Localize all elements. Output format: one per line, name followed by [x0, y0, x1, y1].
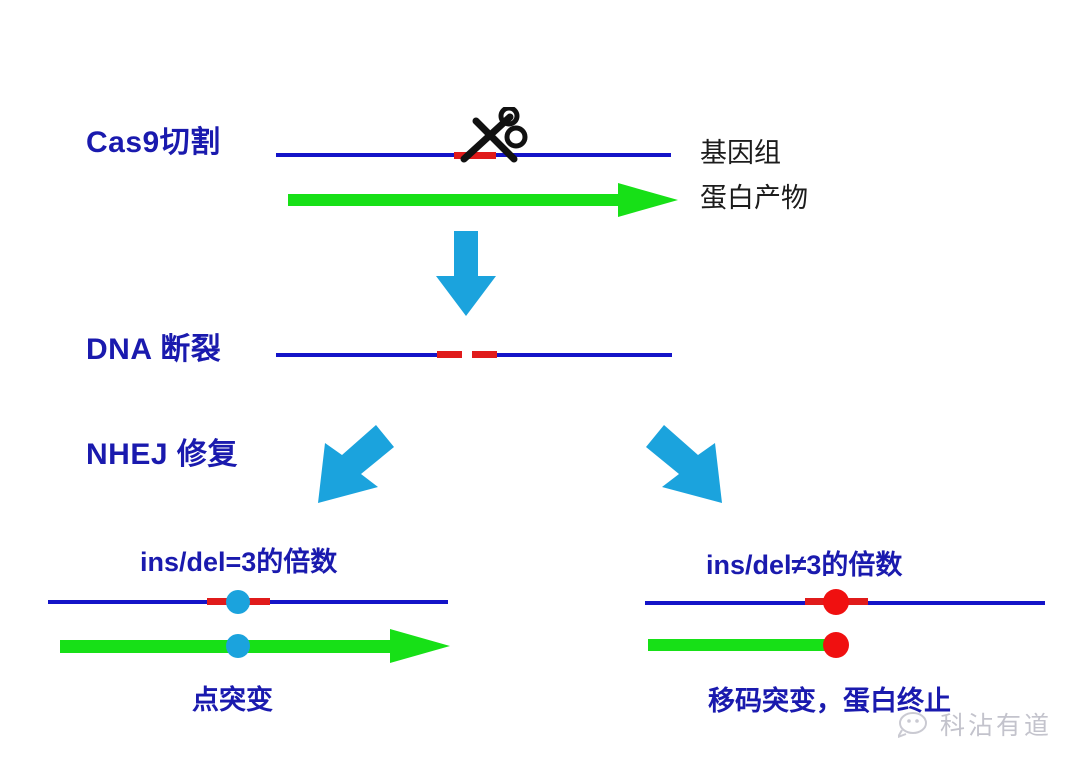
- watermark: 科沾有道: [898, 706, 1052, 742]
- outcome-title-frameshift: ins/del≠3的倍数: [706, 550, 903, 580]
- watermark-text: 科沾有道: [940, 712, 1053, 740]
- protein-arrow-in-frame: [60, 627, 450, 665]
- scissors-icon: [452, 107, 532, 169]
- broken-dna-left-segment: [276, 353, 458, 357]
- outcome-result-frameshift: 移码突变，蛋白终止: [708, 686, 951, 716]
- mutation-dot-frameshift-protein: [823, 632, 849, 658]
- broken-dna-right-segment: [472, 353, 672, 357]
- protein-bar-truncated: [648, 639, 838, 651]
- mutation-dot-in-frame-protein: [226, 634, 250, 658]
- arrow-down-right: [646, 425, 742, 503]
- stage-label-nhej: NHEJ 修复: [86, 438, 238, 471]
- protein-arrow-full: [288, 183, 678, 217]
- arrow-down-left: [298, 425, 394, 503]
- stage-label-dna-break: DNA 断裂: [86, 333, 222, 366]
- outcome-title-in-frame: ins/del=3的倍数: [140, 547, 338, 577]
- protein-label: 蛋白产物: [700, 183, 808, 213]
- stage-label-cas9: Cas9切割: [86, 126, 221, 159]
- break-end-right: [472, 351, 497, 358]
- arrow-down-center: [432, 231, 500, 316]
- mutation-dot-in-frame-dna: [226, 590, 250, 614]
- break-end-left: [437, 351, 462, 358]
- wechat-bubble-icon: [898, 710, 932, 738]
- mutation-dot-frameshift-dna: [823, 589, 849, 615]
- genome-label: 基因组: [700, 138, 781, 168]
- outcome-result-in-frame: 点突变: [192, 685, 273, 715]
- cut-site-marker: [454, 152, 496, 159]
